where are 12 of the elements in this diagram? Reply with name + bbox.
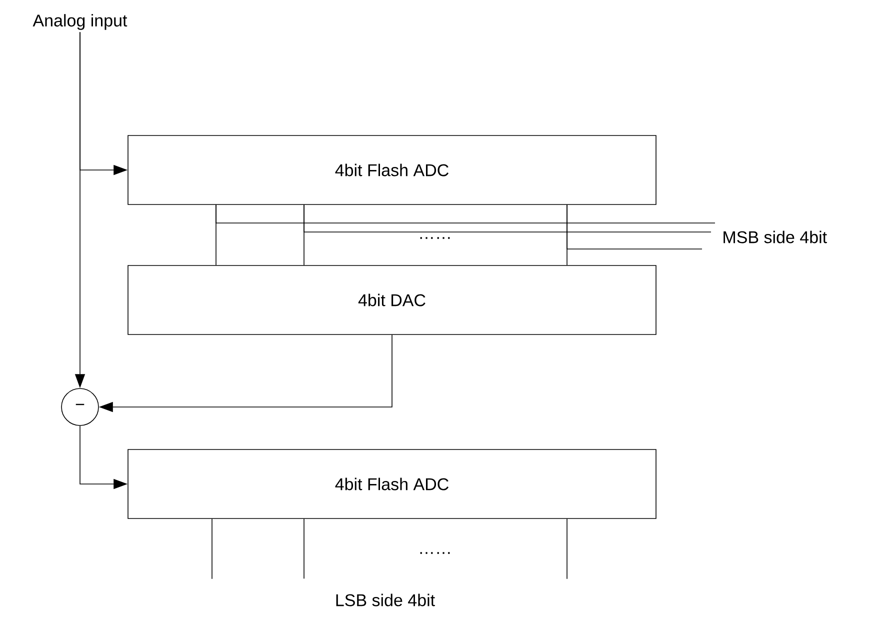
signal-label: MSB side 4bit — [724, 230, 827, 244]
block-box: 4bit Flash ADC — [128, 449, 656, 519]
signal-line — [216, 204, 716, 224]
ellipsis-label: …… — [420, 552, 450, 554]
signal-label: LSB side 4bit — [336, 594, 435, 606]
block-box: 4bit Flash ADC — [128, 135, 656, 205]
signal-label: Analog input — [32, 14, 128, 30]
ellipsis-label: …… — [420, 237, 450, 239]
signal-line — [304, 204, 712, 232]
block-box: 4bit DAC — [128, 265, 656, 335]
signal-line — [566, 204, 702, 250]
signal-line — [566, 518, 568, 580]
